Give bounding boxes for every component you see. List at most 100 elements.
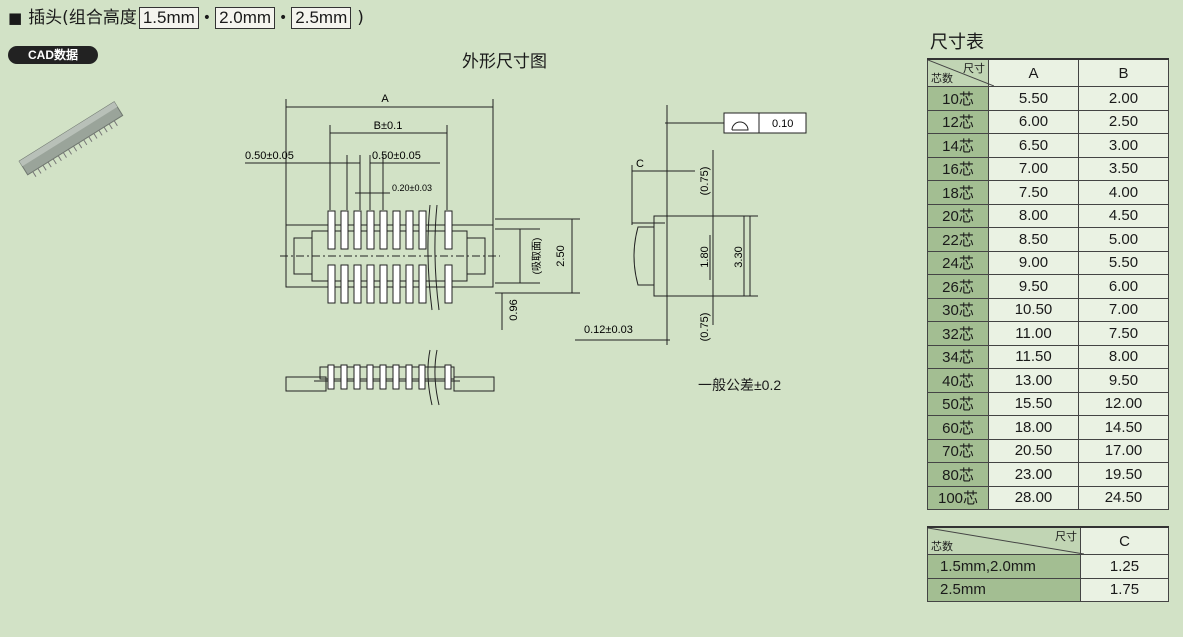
- dim-a-cell: 15.50: [988, 391, 1079, 416]
- dim-b-cell: 24.50: [1078, 485, 1169, 510]
- table-header-row: 尺寸 芯数 C: [927, 526, 1169, 555]
- suction-label: (吸取面): [531, 238, 543, 275]
- pitch-left-label: 0.50±0.05: [245, 150, 294, 162]
- dim-b-cell: 12.00: [1078, 391, 1169, 416]
- dim-180-label: 1.80: [699, 246, 711, 267]
- pin-count-cell: 10芯: [927, 86, 989, 111]
- pin-count-cell: 18芯: [927, 180, 989, 205]
- corner-dimension-label: 尺寸: [963, 63, 985, 75]
- dim-b-cell: 14.50: [1078, 415, 1169, 440]
- height-cell: 2.5mm: [927, 577, 1081, 602]
- col-a-header: A: [988, 58, 1079, 87]
- dim-c-cell: 1.75: [1080, 577, 1169, 602]
- tolerance-note: 一般公差±0.2: [698, 377, 782, 393]
- dim-b-cell: 5.50: [1078, 250, 1169, 275]
- dim-a-cell: 20.50: [988, 438, 1079, 463]
- col-b-header: B: [1078, 58, 1169, 87]
- table-corner-cell: 尺寸 芯数: [928, 60, 994, 86]
- dim-075-bottom-label: (0.75): [699, 313, 711, 342]
- pin-count-cell: 40芯: [927, 368, 989, 393]
- pin-count-cell: 32芯: [927, 321, 989, 346]
- dim-a-cell: 7.00: [988, 156, 1079, 181]
- height-cell: 1.5mm,2.0mm: [927, 554, 1081, 579]
- corner-dimension-label: 尺寸: [1055, 531, 1077, 543]
- dim-a-cell: 18.00: [988, 415, 1079, 440]
- dim-250-label: 2.50: [555, 245, 567, 266]
- drawing-title: 外形尺寸图: [462, 52, 547, 72]
- dim-a-cell: 10.50: [988, 297, 1079, 322]
- pin-count-cell: 20芯: [927, 203, 989, 228]
- height-option-2: 2.0mm: [215, 7, 276, 29]
- separator-dot: •: [202, 10, 212, 26]
- dim-b-cell: 6.00: [1078, 274, 1169, 299]
- dim-b-cell: 8.00: [1078, 344, 1169, 369]
- dim-c-label: C: [636, 158, 644, 170]
- close-paren: ): [357, 8, 364, 28]
- dim-a-cell: 5.50: [988, 86, 1079, 111]
- dim-a-cell: 11.50: [988, 344, 1079, 369]
- dim-b-cell: 3.00: [1078, 133, 1169, 158]
- dim-a-label: A: [381, 93, 389, 105]
- pin-count-cell: 26芯: [927, 274, 989, 299]
- dim-a-cell: 13.00: [988, 368, 1079, 393]
- square-bullet-icon: ■: [8, 9, 23, 27]
- dim-075-top-label: (0.75): [699, 167, 711, 196]
- pin-count-cell: 14芯: [927, 133, 989, 158]
- dim-012-label: 0.12±0.03: [584, 324, 633, 336]
- dim-b-label: B±0.1: [374, 120, 403, 132]
- dim-330-label: 3.30: [733, 246, 745, 267]
- dim-b-cell: 2.00: [1078, 86, 1169, 111]
- flatness-value: 0.10: [772, 118, 793, 130]
- dim-a-cell: 9.00: [988, 250, 1079, 275]
- table-header-row: 尺寸 芯数 A B: [927, 58, 1169, 87]
- pin-count-cell: 12芯: [927, 109, 989, 134]
- dim-c-cell: 1.25: [1080, 554, 1169, 579]
- dim-b-cell: 5.00: [1078, 227, 1169, 252]
- section-title: 插头(组合高度: [28, 8, 137, 28]
- dim-a-cell: 6.00: [988, 109, 1079, 134]
- height-option-3: 2.5mm: [291, 7, 352, 29]
- dim-a-cell: 8.50: [988, 227, 1079, 252]
- dim-b-cell: 4.00: [1078, 180, 1169, 205]
- table-title: 尺寸表: [930, 32, 984, 53]
- col-c-header: C: [1080, 526, 1169, 555]
- dim-b-cell: 7.50: [1078, 321, 1169, 346]
- pin-count-cell: 24芯: [927, 250, 989, 275]
- corner-pins-label: 芯数: [931, 541, 953, 553]
- pin-width-label: 0.20±0.03: [392, 183, 432, 193]
- height-option-1: 1.5mm: [138, 7, 199, 29]
- cad-data-button[interactable]: CAD数据: [8, 46, 98, 64]
- dim-b-cell: 17.00: [1078, 438, 1169, 463]
- section-header: ■ 插头(组合高度 1.5mm • 2.0mm • 2.5mm ): [8, 6, 364, 30]
- pin-count-cell: 22芯: [927, 227, 989, 252]
- table-corner-cell: 尺寸 芯数: [928, 528, 1084, 554]
- dim-a-cell: 8.00: [988, 203, 1079, 228]
- pin-count-cell: 50芯: [927, 391, 989, 416]
- pin-count-cell: 16芯: [927, 156, 989, 181]
- dim-b-cell: 7.00: [1078, 297, 1169, 322]
- connector-photo: [18, 101, 124, 177]
- pin-count-cell: 34芯: [927, 344, 989, 369]
- dim-a-cell: 9.50: [988, 274, 1079, 299]
- pitch-right-label: 0.50±0.05: [372, 150, 421, 162]
